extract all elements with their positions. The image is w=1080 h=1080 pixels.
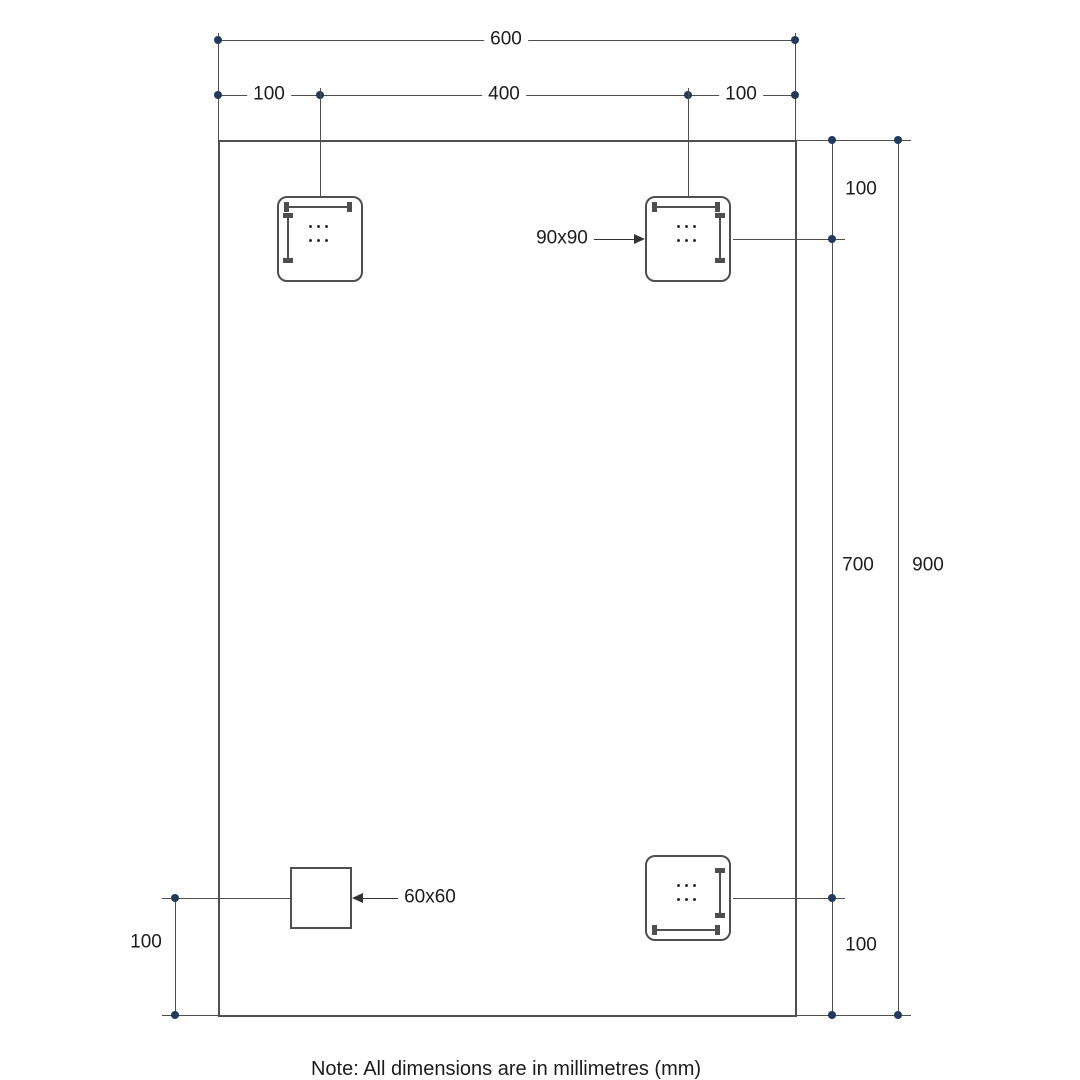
slot-tab — [715, 913, 725, 918]
dimension-endpoint-dot — [171, 894, 179, 902]
slot-tab — [715, 925, 720, 935]
rivet-dot — [325, 239, 328, 242]
slot-tab — [283, 258, 293, 263]
slot-line — [719, 873, 721, 913]
dimension-endpoint-dot — [894, 136, 902, 144]
slot-tab — [715, 202, 720, 212]
slot-line — [287, 218, 289, 258]
slot-tab — [715, 258, 725, 263]
callout-arrow-line — [362, 898, 398, 899]
rivet-dot — [677, 884, 680, 887]
rivet-dot — [317, 239, 320, 242]
dimension-endpoint-dot — [214, 91, 222, 99]
rivet-dot — [693, 884, 696, 887]
dimension-label-900: 900 — [906, 554, 950, 578]
extension-line — [218, 33, 219, 140]
slot-tab — [283, 213, 293, 218]
rivet-dot — [693, 239, 696, 242]
slot-tab — [347, 202, 352, 212]
extension-line — [795, 33, 796, 140]
slot-line — [719, 218, 721, 258]
rivet-dot — [309, 239, 312, 242]
dimension-label-100-bottom-left: 100 — [124, 931, 168, 955]
dimension-line-900 — [898, 140, 899, 1015]
rivet-dot — [317, 225, 320, 228]
rivet-dot — [325, 225, 328, 228]
dimension-endpoint-dot — [828, 894, 836, 902]
dimension-endpoint-dot — [791, 91, 799, 99]
slot-line — [657, 206, 715, 208]
dimension-label-700: 700 — [836, 554, 880, 578]
rivet-dot — [677, 225, 680, 228]
callout-arrowhead-icon — [634, 234, 645, 244]
rivet-dot — [693, 898, 696, 901]
panel-outline — [218, 140, 797, 1017]
dimension-endpoint-dot — [791, 36, 799, 44]
dimension-label-100-top-left: 100 — [247, 83, 291, 107]
dimension-line-bottom-left — [175, 898, 176, 1015]
dimension-endpoint-dot — [828, 235, 836, 243]
dimension-endpoint-dot — [171, 1011, 179, 1019]
slot-line — [289, 206, 347, 208]
extension-line — [733, 239, 845, 240]
rivet-dot — [677, 898, 680, 901]
extension-line — [688, 88, 689, 196]
extension-line — [162, 1015, 218, 1016]
drawing-note: Note: All dimensions are in millimetres … — [310, 1058, 702, 1080]
rivet-dot — [309, 225, 312, 228]
dimension-endpoint-dot — [828, 1011, 836, 1019]
callout-label-60x60: 60x60 — [404, 886, 456, 908]
slot-tab — [284, 202, 289, 212]
extension-line — [733, 898, 845, 899]
extension-line — [320, 88, 321, 196]
rivet-dot — [685, 898, 688, 901]
extension-line — [795, 140, 911, 141]
cutout-60x60 — [290, 867, 352, 929]
extension-line — [162, 898, 290, 899]
dimension-line-right — [832, 140, 833, 1015]
rivet-dot — [677, 239, 680, 242]
dimension-label-100-right-bottom: 100 — [839, 934, 883, 958]
dimension-label-100-top-right: 100 — [719, 83, 763, 107]
dimension-endpoint-dot — [214, 36, 222, 44]
mounting-bracket-bottom-right — [645, 855, 731, 941]
slot-tab — [715, 213, 725, 218]
mounting-bracket-top-left — [277, 196, 363, 282]
mounting-bracket-top-right — [645, 196, 731, 282]
slot-line — [657, 929, 715, 931]
rivet-dot — [693, 225, 696, 228]
dimension-label-100-right-top: 100 — [839, 178, 883, 202]
dimension-label-400: 400 — [482, 83, 526, 107]
dimension-endpoint-dot — [828, 136, 836, 144]
dimension-endpoint-dot — [894, 1011, 902, 1019]
callout-label-90x90: 90x90 — [536, 227, 588, 249]
rivet-dot — [685, 884, 688, 887]
rivet-dot — [685, 239, 688, 242]
slot-tab — [652, 925, 657, 935]
callout-arrow-line — [594, 239, 636, 240]
callout-arrowhead-icon — [352, 893, 363, 903]
rivet-dot — [685, 225, 688, 228]
slot-tab — [715, 868, 725, 873]
slot-tab — [652, 202, 657, 212]
extension-line — [795, 1015, 911, 1016]
dimension-label-600: 600 — [484, 28, 528, 52]
